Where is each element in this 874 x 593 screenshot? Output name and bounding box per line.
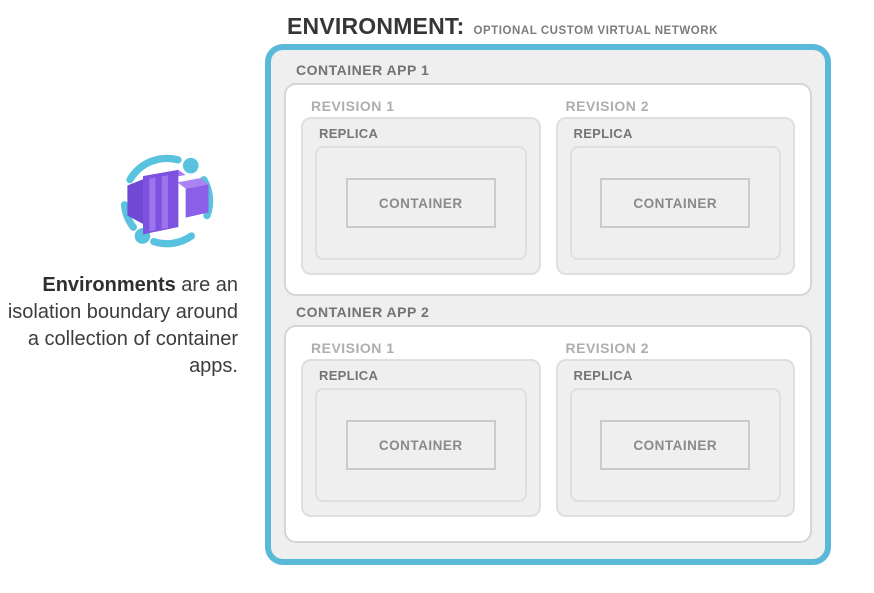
container-app-2-label: CONTAINER APP 2: [296, 304, 430, 320]
container-box: CONTAINER: [345, 178, 496, 228]
replica-box: CONTAINER: [569, 146, 781, 260]
container-app-1-box: REVISION 1 REPLICA CONTAINER REVISION 2 …: [284, 83, 812, 296]
azure-container-apps-icon: [117, 148, 221, 252]
container-label: CONTAINER: [378, 437, 463, 453]
replica-box: CONTAINER: [569, 388, 781, 502]
caption-text: are an isolation boundary around a colle…: [7, 274, 238, 377]
caption-keyword: Environments: [42, 274, 176, 296]
container-label: CONTAINER: [633, 437, 718, 453]
replica-label: REPLICA: [319, 126, 379, 141]
replica-label: REPLICA: [573, 126, 633, 141]
container-box: CONTAINER: [600, 178, 751, 228]
app2-revision-1: REVISION 1 REPLICA CONTAINER: [301, 339, 541, 541]
environment-subtitle: OPTIONAL CUSTOM VIRTUAL NETWORK: [473, 25, 718, 37]
diagram-header: ENVIRONMENT: OPTIONAL CUSTOM VIRTUAL NET…: [287, 13, 718, 40]
container-label: CONTAINER: [378, 195, 463, 211]
revision-box: REPLICA CONTAINER: [555, 359, 795, 517]
app1-revision-1: REVISION 1 REPLICA CONTAINER: [301, 97, 541, 294]
replica-box: CONTAINER: [315, 388, 527, 502]
revision-label: REVISION 1: [311, 340, 395, 356]
revision-label: REVISION 1: [311, 98, 395, 114]
replica-box: CONTAINER: [315, 146, 527, 260]
container-box: CONTAINER: [345, 420, 496, 470]
environment-title: ENVIRONMENT:: [287, 13, 465, 39]
replica-label: REPLICA: [319, 368, 379, 383]
container-box: CONTAINER: [600, 420, 751, 470]
revision-box: REPLICA CONTAINER: [301, 117, 541, 275]
container-label: CONTAINER: [633, 195, 718, 211]
environment-caption: Environments are an isolation boundary a…: [6, 272, 238, 380]
revision-box: REPLICA CONTAINER: [301, 359, 541, 517]
replica-label: REPLICA: [573, 368, 633, 383]
container-apps-icon-svg: [120, 154, 214, 248]
container-app-2-box: REVISION 1 REPLICA CONTAINER REVISION 2 …: [284, 325, 812, 543]
revision-box: REPLICA CONTAINER: [555, 117, 795, 275]
container-app-1-label: CONTAINER APP 1: [296, 62, 430, 78]
app1-revision-2: REVISION 2 REPLICA CONTAINER: [555, 97, 795, 294]
revision-label: REVISION 2: [565, 98, 650, 114]
app2-revision-2: REVISION 2 REPLICA CONTAINER: [555, 339, 795, 541]
revision-label: REVISION 2: [565, 340, 650, 356]
environment-box: CONTAINER APP 1 REVISION 1 REPLICA CONTA…: [265, 44, 831, 565]
